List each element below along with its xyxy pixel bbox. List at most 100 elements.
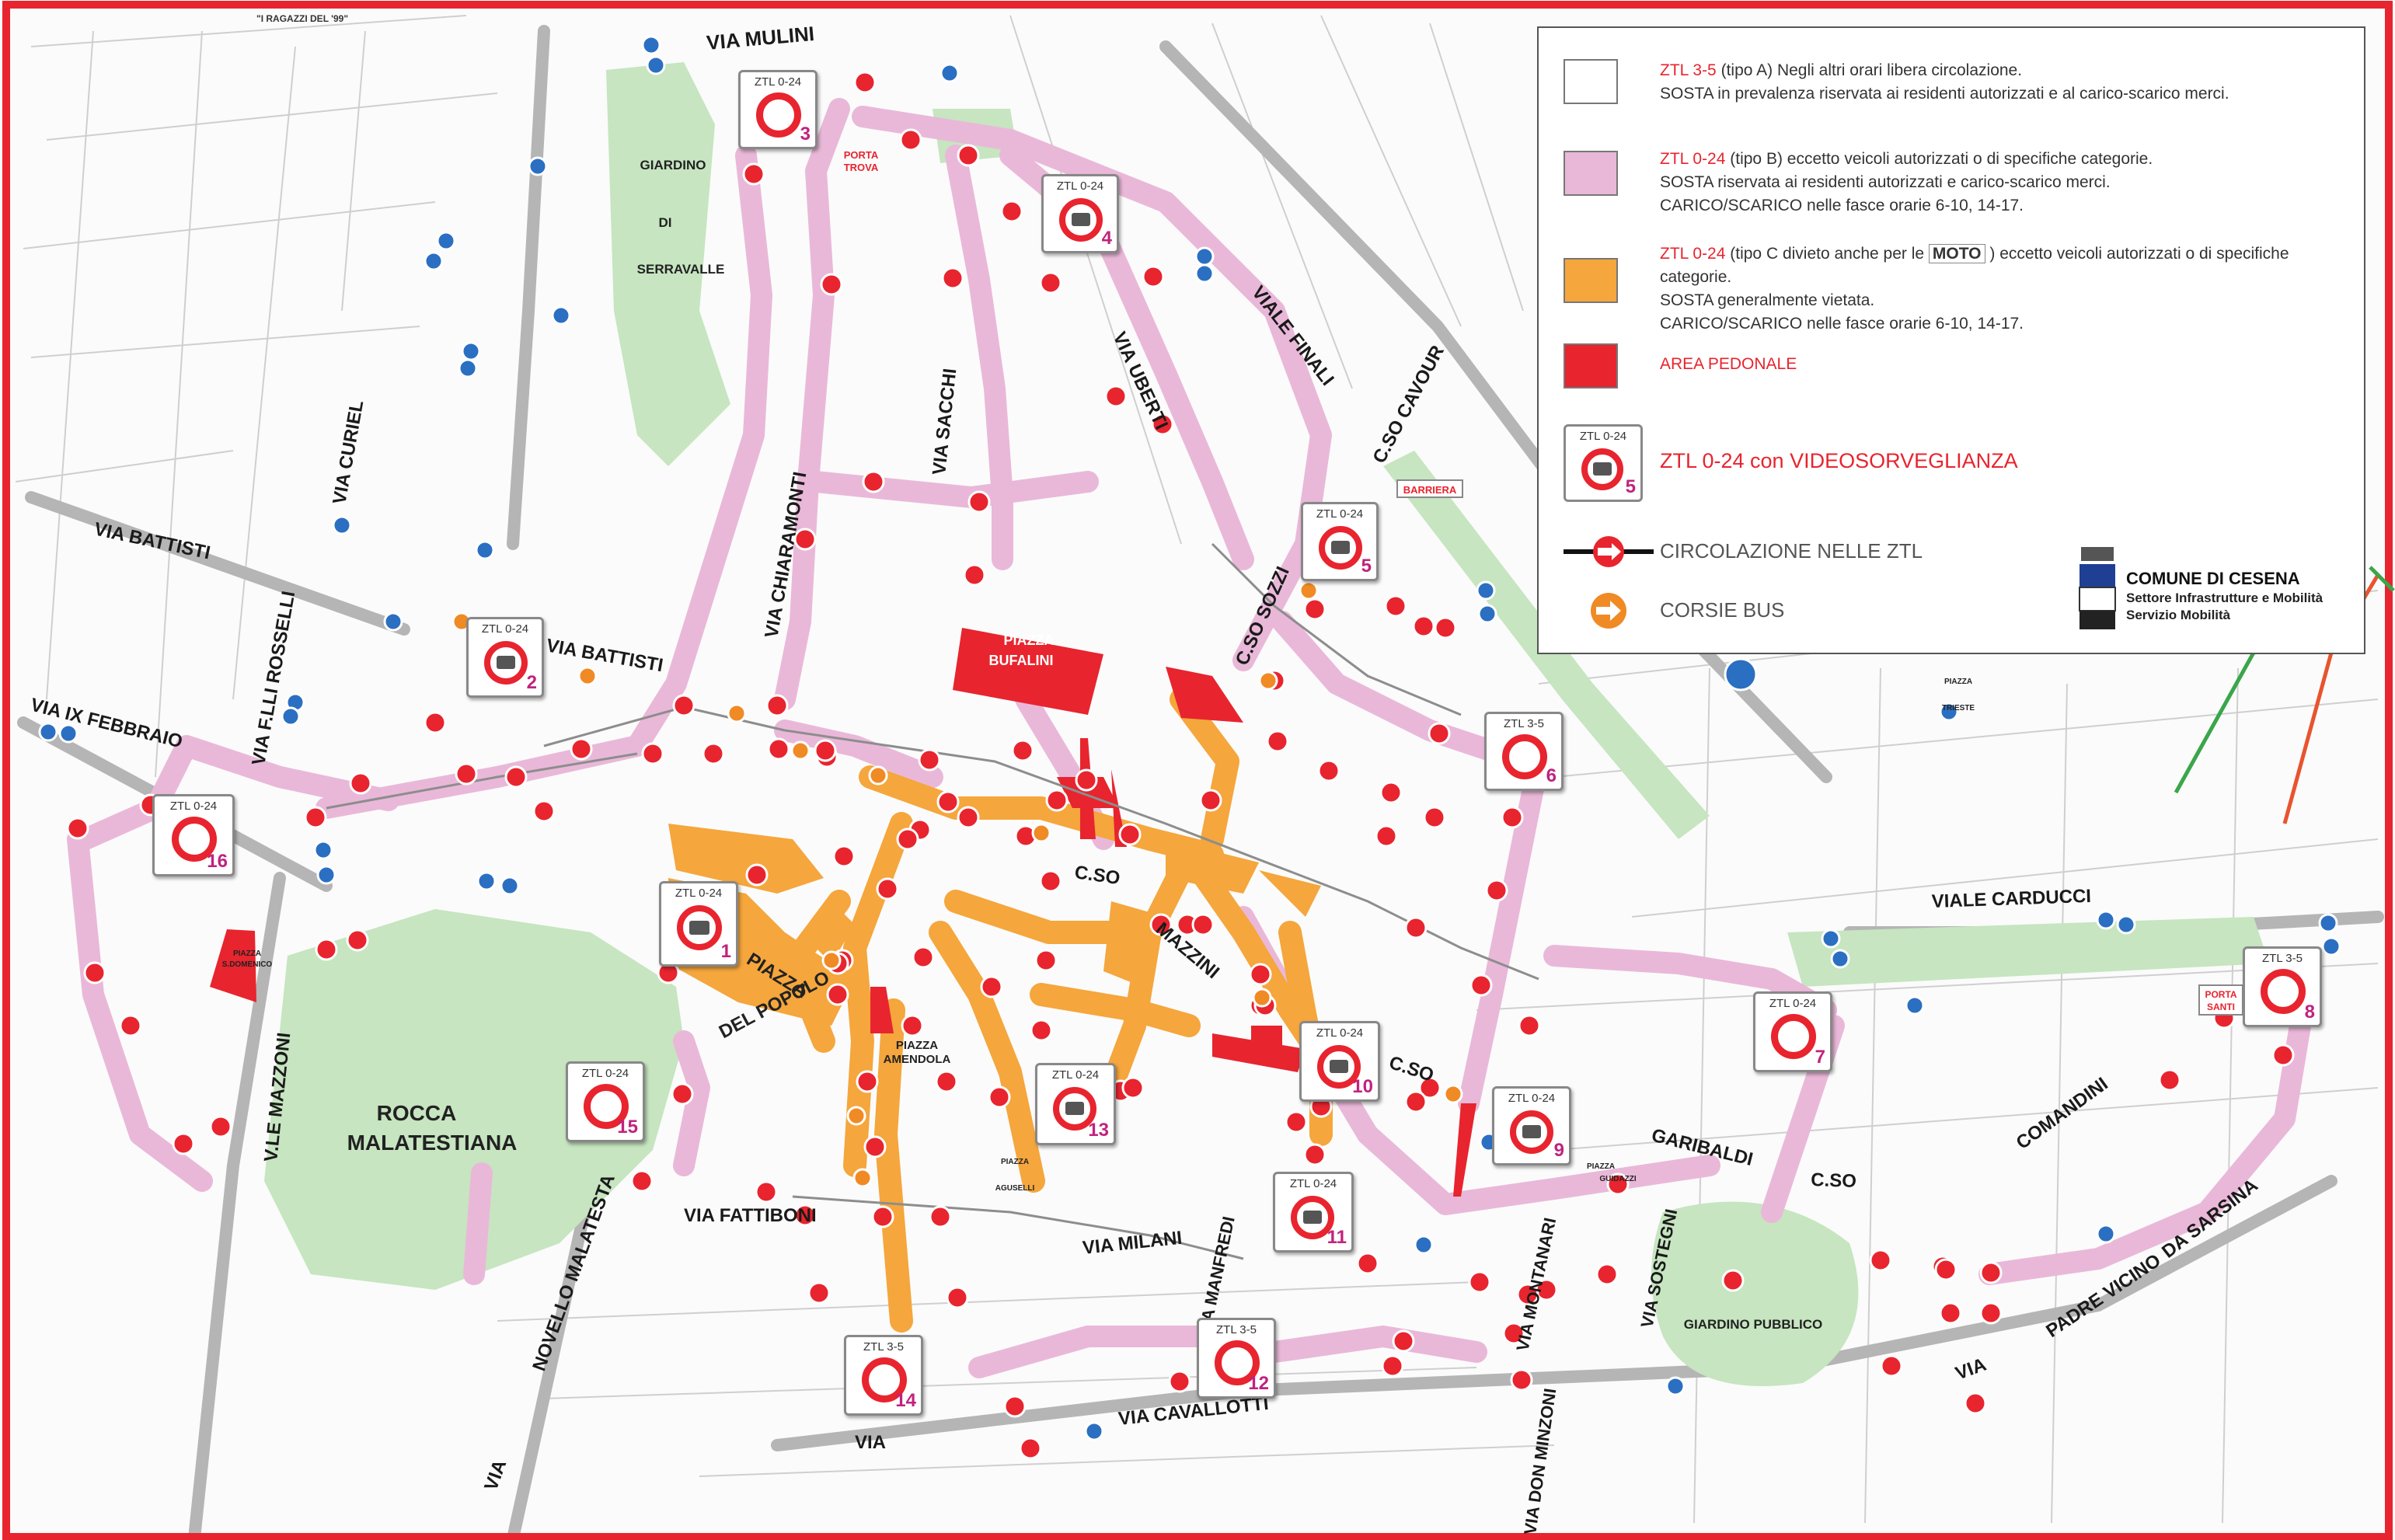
zone-label: ZTL 0-24 xyxy=(1289,1177,1337,1190)
label-piazza-aguselli-1: PIAZZA xyxy=(1001,1158,1029,1166)
zone-box-9: ZTL 0-24 9 xyxy=(1492,1086,1571,1165)
zone-label: ZTL 0-24 xyxy=(1056,179,1104,193)
legend-ztl-c-line2: SOSTA generalmente vietata. xyxy=(1660,291,1875,309)
zone-label: ZTL 3-5 xyxy=(863,1340,904,1354)
logo-sub2: Servizio Mobilità xyxy=(2126,608,2231,622)
legend-video-title: ZTL 0-24 con VIDEOSORVEGLIANZA xyxy=(1660,449,2018,472)
legend-camera-box-label: ZTL 0-24 xyxy=(1579,430,1627,443)
no-entry-icon xyxy=(1771,1014,1816,1059)
green-areas xyxy=(264,62,2269,1386)
zone-box-8: ZTL 3-5 8 xyxy=(2243,946,2322,1027)
legend-swatch-orange xyxy=(1564,258,1618,303)
comune-logo: COMUNE DI CESENA Settore Infrastrutture … xyxy=(2076,547,2356,640)
zone-label: ZTL 0-24 xyxy=(675,887,723,900)
legend-ztl-a-text: ZTL 3-5 (tipo A) Negli altri orari liber… xyxy=(1660,59,2229,106)
label-porta-trova-1: PORTA xyxy=(844,149,879,161)
zone-label: ZTL 0-24 xyxy=(581,1067,629,1080)
top-caption: "I RAGAZZI DEL '99" xyxy=(256,13,348,24)
zone-label: ZTL 3-5 xyxy=(1504,717,1544,730)
legend-ztl-b-text: ZTL 0-24 (tipo B) eccetto veicoli autori… xyxy=(1660,148,2153,218)
no-entry-icon xyxy=(584,1084,629,1129)
zone-number: 5 xyxy=(1361,556,1372,577)
zone-number: 9 xyxy=(1553,1140,1564,1161)
legend-ztl-a-line2: SOSTA in prevalenza riservata ai residen… xyxy=(1660,85,2229,103)
camera-icon xyxy=(484,641,528,685)
camera-icon xyxy=(677,905,722,950)
zone-box-10: ZTL 0-24 10 xyxy=(1299,1021,1380,1102)
street-grid xyxy=(15,15,2379,1524)
circulation-arrow-icon xyxy=(1564,536,1654,567)
legend-camera-box: ZTL 0-24 5 xyxy=(1564,424,1643,502)
label-piazza-guidazzi-1: PIAZZA xyxy=(1587,1162,1615,1171)
label-piazza-bufalini-2: BUFALINI xyxy=(989,653,1054,668)
zone-number: 1 xyxy=(720,941,731,962)
zone-label: ZTL 3-5 xyxy=(1216,1323,1257,1336)
zone-label: ZTL 0-24 xyxy=(1508,1092,1556,1105)
label-porta-trova-2: TROVA xyxy=(844,162,879,173)
legend-ztl-b-line1: (tipo B) eccetto veicoli autorizzati o d… xyxy=(1725,150,2153,168)
label-barriera: BARRIERA xyxy=(1403,484,1457,496)
label-giardino-serravalle-1: GIARDINO xyxy=(640,158,706,172)
zone-box-5: ZTL 0-24 5 xyxy=(1301,502,1379,581)
zone-number: 3 xyxy=(800,124,811,145)
zone-number: 8 xyxy=(2304,1002,2315,1023)
no-entry-icon xyxy=(756,92,801,138)
legend-ztl-a-title: ZTL 3-5 xyxy=(1660,61,1717,79)
no-entry-icon xyxy=(2261,969,2306,1014)
no-entry-icon xyxy=(1502,734,1547,779)
zone-number: 15 xyxy=(617,1117,638,1138)
zone-number: 2 xyxy=(526,672,537,693)
label-via-fattiboni: VIA FATTIBONI xyxy=(684,1205,817,1226)
label-rocca-1: ROCCA xyxy=(377,1101,457,1125)
legend-swatch-pink xyxy=(1564,151,1618,196)
no-entry-icon xyxy=(172,817,217,862)
legend-camera-box-number: 5 xyxy=(1625,476,1636,497)
legend-panel: ZTL 3-5 (tipo A) Negli altri orari liber… xyxy=(1537,26,2365,654)
legend-ztl-a-line1: (tipo A) Negli altri orari libera circol… xyxy=(1716,61,2023,79)
label-piazza-domenico-2: S.DOMENICO xyxy=(222,960,273,969)
label-piazza-amendola-2: AMENDOLA xyxy=(884,1053,951,1066)
label-piazza-guidazzi-2: GUIDAZZI xyxy=(1599,1175,1636,1183)
label-giardino-serravalle-2: DI xyxy=(659,215,672,230)
zone-number: 14 xyxy=(895,1390,916,1411)
legend-pedestrian-title: AREA PEDONALE xyxy=(1660,355,1797,373)
zone-box-14: ZTL 3-5 14 xyxy=(844,1335,923,1416)
circulation-markers xyxy=(66,71,2295,1460)
camera-icon xyxy=(1053,1087,1096,1131)
zone-number: 6 xyxy=(1546,765,1557,786)
zone-label: ZTL 0-24 xyxy=(1051,1068,1100,1082)
zone-box-15: ZTL 0-24 15 xyxy=(566,1061,645,1142)
zone-number: 13 xyxy=(1088,1120,1109,1141)
legend-ztl-b-title: ZTL 0-24 xyxy=(1660,150,1726,168)
inner-streets xyxy=(326,542,1539,1260)
zone-label: ZTL 0-24 xyxy=(1316,1026,1364,1040)
legend-swatch-red xyxy=(1564,343,1618,388)
zone-number: 7 xyxy=(1815,1047,1825,1068)
camera-icon xyxy=(1291,1196,1334,1239)
label-piazza-aguselli-2: AGUSELLI xyxy=(995,1184,1035,1193)
legend-ztl-c-moto: MOTO xyxy=(1928,244,1985,263)
label-piazza-domenico-1: PIAZZA xyxy=(233,949,261,958)
label-cso-comandini: C.SO xyxy=(1811,1169,1857,1192)
legend-ztl-c-title: ZTL 0-24 xyxy=(1660,245,1726,263)
zone-box-2: ZTL 0-24 2 xyxy=(466,617,544,698)
zone-box-4: ZTL 0-24 4 xyxy=(1041,174,1119,253)
camera-icon xyxy=(1317,1045,1361,1089)
legend-ztl-b-line3: CARICO/SCARICO nelle fasce orarie 6-10, … xyxy=(1660,197,2024,214)
zone-box-16: ZTL 0-24 16 xyxy=(152,794,235,876)
label-porta-santi-2: SANTI xyxy=(2207,1002,2235,1012)
zone-box-7: ZTL 0-24 7 xyxy=(1753,991,1832,1072)
label-rocca-2: MALATESTIANA xyxy=(347,1131,518,1155)
zone-number: 10 xyxy=(1352,1076,1373,1097)
legend-swatch-white xyxy=(1564,59,1618,104)
zone-box-13: ZTL 0-24 13 xyxy=(1035,1063,1116,1145)
logo-name: COMUNE DI CESENA xyxy=(2126,569,2300,588)
label-piazza-bufalini-1: PIAZZA xyxy=(1004,632,1055,648)
zone-label: ZTL 3-5 xyxy=(2262,952,2303,965)
label-porta-santi-1: PORTA xyxy=(2205,989,2236,1000)
ztl-c-squares xyxy=(668,824,1321,1026)
camera-icon xyxy=(1510,1110,1553,1154)
zone-label: ZTL 0-24 xyxy=(754,75,802,89)
